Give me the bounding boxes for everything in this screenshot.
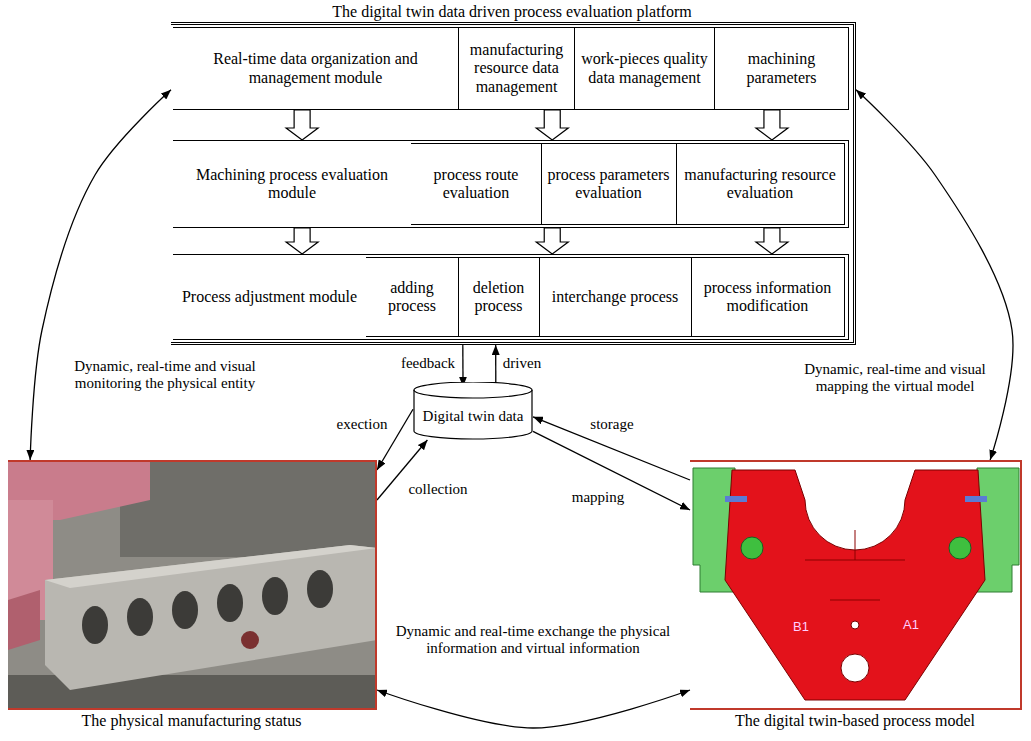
module-band: Real-time data organization and manageme… bbox=[173, 27, 849, 110]
box-label: Digital twin data bbox=[413, 382, 533, 440]
flow-arrow bbox=[533, 431, 690, 510]
box-label: process parameters evaluation bbox=[541, 144, 676, 224]
edge-label: exection bbox=[337, 416, 388, 433]
engine-block bbox=[45, 545, 377, 690]
hollow-arrow bbox=[536, 228, 568, 254]
photo-frame: The physical manufacturing status bbox=[8, 460, 377, 710]
data-cell: machining parameters bbox=[714, 27, 848, 110]
function-box: manufacturing resource evaluation bbox=[676, 143, 845, 225]
edge-label: driven bbox=[503, 355, 541, 372]
point-label: A1 bbox=[903, 618, 919, 631]
box-label: machining parameters bbox=[715, 27, 848, 110]
edge-label: feedback bbox=[401, 355, 455, 372]
platform-title: The digital twin data driven process eva… bbox=[171, 3, 853, 21]
edge-label: storage bbox=[590, 416, 633, 433]
box-label: process information modification bbox=[691, 258, 844, 336]
data-cell: manufacturing resource data management bbox=[458, 27, 574, 110]
curved-arrow bbox=[856, 90, 1013, 460]
curved-arrow bbox=[377, 690, 690, 728]
workpiece-shape bbox=[725, 470, 985, 700]
edge-label: Dynamic, real-time and visual mapping th… bbox=[800, 361, 990, 396]
module-band: Process adjustment moduleadding processd… bbox=[173, 254, 849, 340]
locating-hole bbox=[949, 537, 971, 559]
bore-hole bbox=[172, 591, 198, 629]
edge-label: Dynamic and real-time exchange the physi… bbox=[383, 623, 683, 658]
platform-box: The digital twin data driven process eva… bbox=[171, 22, 856, 345]
model-frame: The digital twin-based process model bbox=[690, 460, 1022, 710]
edge-label: Dynamic, real-time and visual monitoring… bbox=[60, 358, 270, 393]
bore-hole bbox=[82, 606, 108, 644]
caption: The digital twin-based process model bbox=[690, 712, 1020, 730]
function-box: process parameters evaluation bbox=[541, 143, 677, 225]
bore-hole bbox=[262, 577, 288, 615]
process-model-drawing bbox=[690, 460, 1022, 710]
hollow-arrow bbox=[286, 110, 318, 140]
flow-arrow bbox=[495, 345, 496, 387]
hollow-arrow bbox=[536, 110, 568, 140]
hollow-arrow bbox=[286, 228, 318, 254]
workpiece-edges bbox=[805, 530, 905, 600]
photo-background bbox=[8, 460, 377, 710]
box-label: interchange process bbox=[539, 258, 691, 336]
box-label: process route evaluation bbox=[411, 144, 541, 224]
box-label: manufacturing resource evaluation bbox=[676, 144, 844, 224]
model-background bbox=[690, 460, 1022, 710]
module-band: Machining process evaluation moduleproce… bbox=[173, 140, 849, 228]
function-box: process route evaluation bbox=[411, 143, 542, 225]
box-label: Real-time data organization and manageme… bbox=[173, 28, 458, 109]
function-box: interchange process bbox=[539, 257, 692, 337]
flow-arrow bbox=[462, 345, 464, 387]
bore-hole bbox=[217, 584, 243, 622]
cylinder-rim bbox=[414, 390, 532, 398]
workpiece-hole bbox=[851, 621, 859, 629]
function-box: adding process bbox=[366, 257, 459, 337]
machine-panel bbox=[120, 462, 377, 557]
locating-pin bbox=[965, 496, 987, 502]
fixture bbox=[241, 631, 259, 649]
locating-pin bbox=[725, 496, 747, 502]
hollow-arrow bbox=[756, 228, 788, 254]
function-box: deletion process bbox=[458, 257, 540, 337]
bore-hole bbox=[307, 570, 333, 608]
box-label: work-pieces quality data management bbox=[575, 27, 714, 110]
box-label: deletion process bbox=[458, 258, 539, 336]
hollow-arrow bbox=[756, 110, 788, 140]
box-label: adding process bbox=[366, 258, 458, 336]
function-box: process information modification bbox=[691, 257, 845, 337]
workpiece-hole bbox=[841, 654, 869, 682]
workshop-photo bbox=[8, 460, 377, 710]
point-label: B1 bbox=[793, 620, 809, 633]
edge-label: mapping bbox=[572, 489, 625, 506]
bore-hole bbox=[127, 598, 153, 636]
edge-label: collection bbox=[408, 481, 467, 498]
curved-arrow bbox=[30, 90, 171, 460]
box-label: manufacturing resource data management bbox=[459, 27, 574, 110]
data-cell: work-pieces quality data management bbox=[574, 27, 714, 110]
cylinder-body bbox=[414, 382, 532, 439]
box-label: Process adjustment module bbox=[173, 255, 366, 339]
machine-spindle bbox=[8, 590, 40, 650]
locating-hole bbox=[741, 537, 763, 559]
box-label: Machining process evaluation module bbox=[173, 141, 411, 227]
database-cylinder: Digital twin data bbox=[413, 382, 533, 440]
caption: The physical manufacturing status bbox=[8, 712, 375, 730]
